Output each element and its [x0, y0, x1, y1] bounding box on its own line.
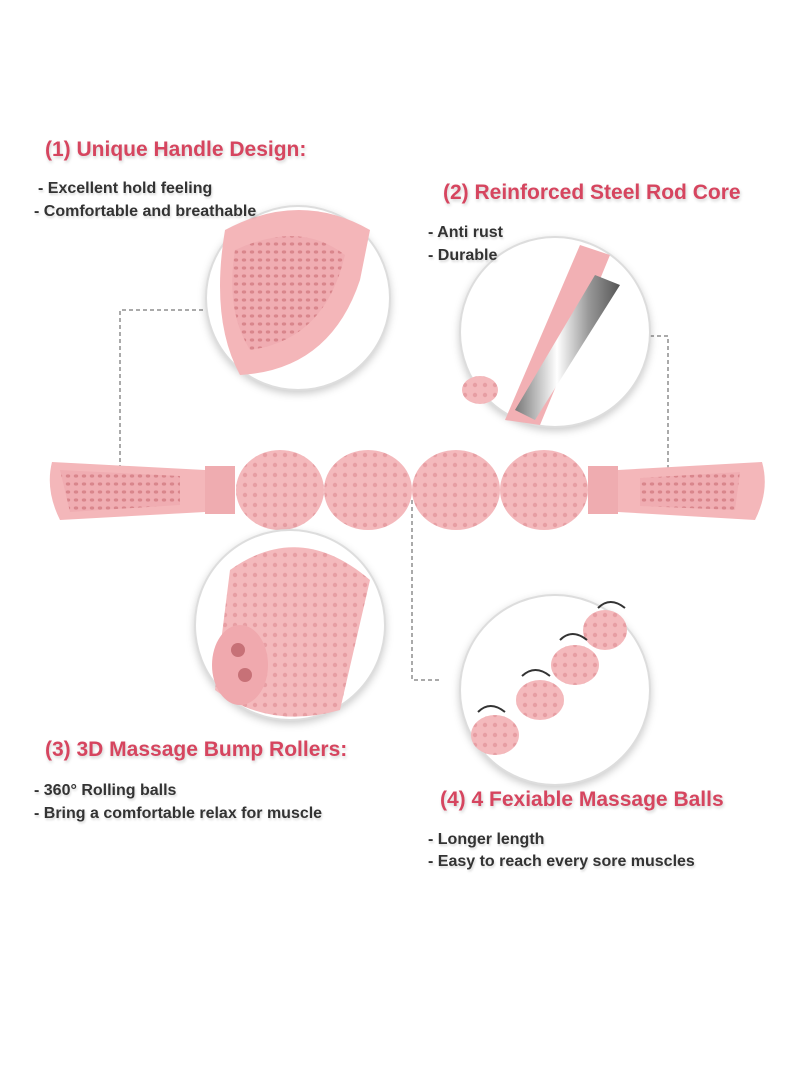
bump-roller-detail-circle	[194, 529, 386, 721]
feature-1-bullet: - Comfortable and breathable	[34, 203, 257, 220]
feature-2-bullet: - Anti rust	[428, 224, 503, 241]
feature-3-title: (3) 3D Massage Bump Rollers:	[45, 738, 348, 761]
feature-1-title: (1) Unique Handle Design:	[45, 138, 307, 161]
feature-4-bullet: - Easy to reach every sore muscles	[428, 853, 695, 870]
feature-1-bullet: - Excellent hold feeling	[38, 180, 213, 197]
connector-lines	[119, 309, 669, 681]
feature-4-title: (4) 4 Fexiable Massage Balls	[440, 788, 724, 811]
flexible-balls-detail-circle	[459, 594, 651, 786]
feature-4-bullet: - Longer length	[428, 831, 545, 848]
steel-rod-detail-circle	[459, 236, 651, 428]
feature-2-bullet: - Durable	[428, 247, 498, 264]
massage-roller-stick	[49, 450, 765, 530]
feature-3-bullet: - Bring a comfortable relax for muscle	[34, 805, 323, 822]
handle-detail-circle	[205, 205, 391, 391]
feature-2-title: (2) Reinforced Steel Rod Core	[443, 181, 741, 204]
feature-3-bullet: - 360° Rolling balls	[34, 782, 177, 799]
